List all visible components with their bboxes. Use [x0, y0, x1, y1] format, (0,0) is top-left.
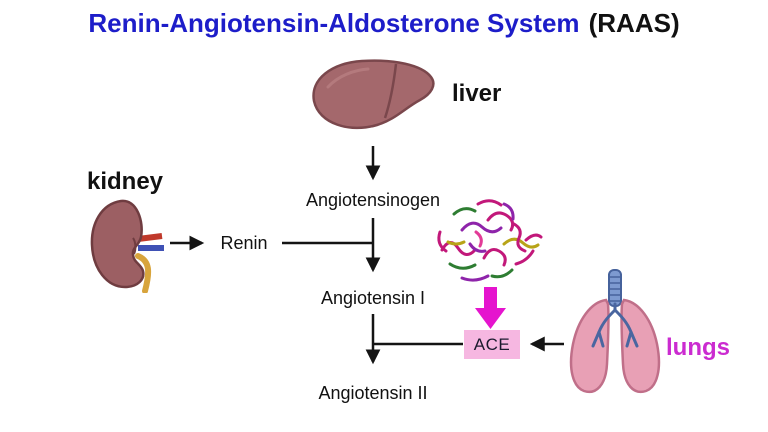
right-lung-lobe [620, 298, 661, 394]
trachea-icon [608, 269, 622, 307]
title-main: Renin-Angiotensin-Aldosterone System [88, 8, 580, 38]
ureter-icon [135, 253, 152, 293]
ace-label: ACE [473, 334, 511, 354]
kidney-hilum-line [132, 237, 137, 255]
kidney-shape [90, 199, 145, 289]
liver-lobe-divider [383, 63, 398, 119]
protein-to-ace-arrow [475, 287, 506, 329]
title-suffix: (RAAS) [588, 8, 680, 38]
kidney-illustration [90, 199, 164, 293]
liver-label: liver [452, 80, 502, 107]
kidney-label: kidney [86, 168, 164, 195]
ace-protein-illustration [437, 199, 543, 282]
lungs-label: lungs [666, 334, 730, 361]
bronchi-icon [591, 302, 639, 348]
liver-shape [312, 59, 435, 130]
page-title: Renin-Angiotensin-Aldosterone System (RAA… [0, 8, 768, 39]
angiotensin-i-label: Angiotensin I [320, 288, 426, 308]
ace-box: ACE [464, 330, 520, 359]
angiotensinogen-label: Angiotensinogen [305, 190, 441, 210]
angiotensin-ii-label: Angiotensin II [318, 383, 428, 403]
left-lung-lobe [569, 298, 610, 394]
protein-ribbons [437, 199, 543, 282]
renin-label: Renin [220, 233, 268, 253]
lungs-illustration [569, 269, 661, 394]
renal-artery-icon [137, 233, 163, 242]
liver-illustration [312, 59, 435, 130]
liver-highlight [326, 67, 370, 89]
